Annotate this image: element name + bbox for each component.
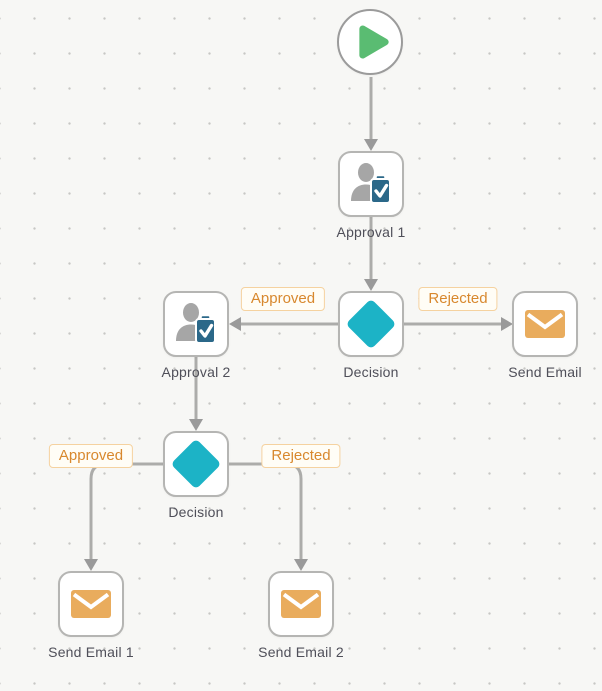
edge-label-decision2-approved[interactable]: Approved bbox=[48, 444, 134, 468]
node-send-email-2[interactable]: Send Email 2 bbox=[258, 571, 344, 660]
edge-start-to-approval1[interactable] bbox=[364, 77, 378, 151]
email-task-box bbox=[512, 291, 578, 357]
node-decision-1[interactable]: Decision bbox=[338, 291, 404, 380]
edge-label-decision1-rejected[interactable]: Rejected bbox=[418, 287, 498, 311]
user-approval-icon bbox=[176, 303, 216, 344]
node-send-email[interactable]: Send Email bbox=[508, 291, 582, 380]
node-label-approval-2: Approval 2 bbox=[161, 364, 231, 380]
edge-decision1-to-approval2[interactable] bbox=[229, 317, 338, 331]
user-approval-icon bbox=[351, 163, 391, 204]
diamond-icon bbox=[347, 300, 395, 348]
envelope-icon bbox=[281, 590, 321, 618]
edge-label-decision1-approved[interactable]: Approved bbox=[240, 287, 326, 311]
envelope-icon bbox=[525, 310, 565, 338]
decision-node-box bbox=[163, 431, 229, 497]
node-label-decision-1: Decision bbox=[343, 364, 399, 380]
envelope-icon bbox=[71, 590, 111, 618]
node-label-send-email: Send Email bbox=[508, 364, 582, 380]
node-send-email-1[interactable]: Send Email 1 bbox=[48, 571, 134, 660]
node-decision-2[interactable]: Decision bbox=[163, 431, 229, 520]
user-task-box bbox=[338, 151, 404, 217]
node-start[interactable] bbox=[337, 9, 403, 75]
node-label-send-email-2: Send Email 2 bbox=[258, 644, 344, 660]
edge-approval1-to-decision1[interactable] bbox=[364, 217, 378, 291]
edge-approval2-to-decision2[interactable] bbox=[189, 357, 203, 431]
user-task-box bbox=[163, 291, 229, 357]
edge-decision1-to-send-email[interactable] bbox=[404, 317, 513, 331]
node-label-approval-1: Approval 1 bbox=[336, 224, 406, 240]
edge-label-decision2-rejected[interactable]: Rejected bbox=[261, 444, 341, 468]
node-label-decision-2: Decision bbox=[168, 504, 224, 520]
play-icon bbox=[358, 25, 389, 59]
diamond-icon bbox=[172, 440, 220, 488]
node-approval-2[interactable]: Approval 2 bbox=[162, 291, 230, 380]
node-approval-1[interactable]: Approval 1 bbox=[337, 151, 405, 240]
start-node-box bbox=[337, 9, 403, 75]
email-task-box bbox=[268, 571, 334, 637]
email-task-box bbox=[58, 571, 124, 637]
decision-node-box bbox=[338, 291, 404, 357]
node-label-send-email-1: Send Email 1 bbox=[48, 644, 134, 660]
